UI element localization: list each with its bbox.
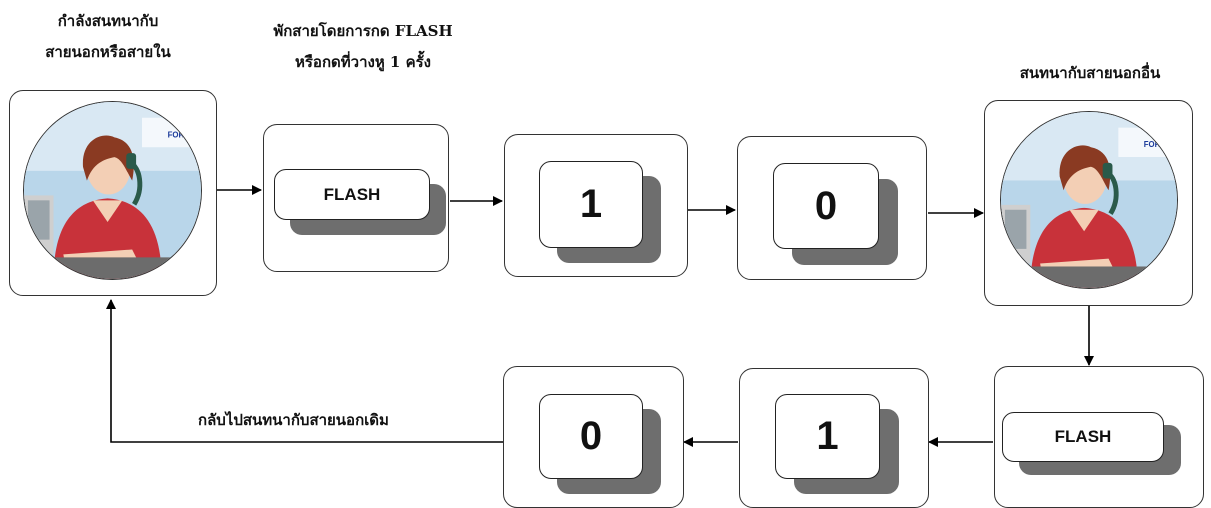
caption-return: กลับไปสนทนากับสายนอกเดิม (198, 411, 389, 429)
caption-start-line1: กำลังสนทนากับ (57, 12, 159, 30)
caption-start-line2: สายนอกหรือสายใน (45, 43, 171, 61)
portrait-logo-text: FORTH (1144, 140, 1171, 149)
key-1-bottom: 1 (775, 394, 880, 479)
arrow-return-to-start (106, 299, 504, 443)
portrait-start: FORTH (23, 101, 202, 280)
portrait-other: FORTH (1000, 111, 1178, 289)
caption-other: สนทนากับสายนอกอื่น (1019, 64, 1161, 82)
key-0-top: 0 (773, 163, 879, 249)
caption-hold-line2: หรือกดที่วางหู 1 ครั้ง (294, 53, 432, 71)
caption-start: กำลังสนทนากับ สายนอกหรือสายใน (2, 6, 214, 68)
caption-hold: พักสายโดยการกด FLASH หรือกดที่วางหู 1 คร… (232, 16, 494, 78)
key-0-bottom: 0 (539, 394, 643, 479)
flash-key-top: FLASH (274, 169, 430, 220)
caption-hold-line1: พักสายโดยการกด FLASH (273, 22, 453, 40)
portrait-logo-text: FORTH (168, 130, 195, 139)
flash-key-bottom: FLASH (1002, 412, 1164, 462)
key-1-top: 1 (539, 161, 643, 248)
